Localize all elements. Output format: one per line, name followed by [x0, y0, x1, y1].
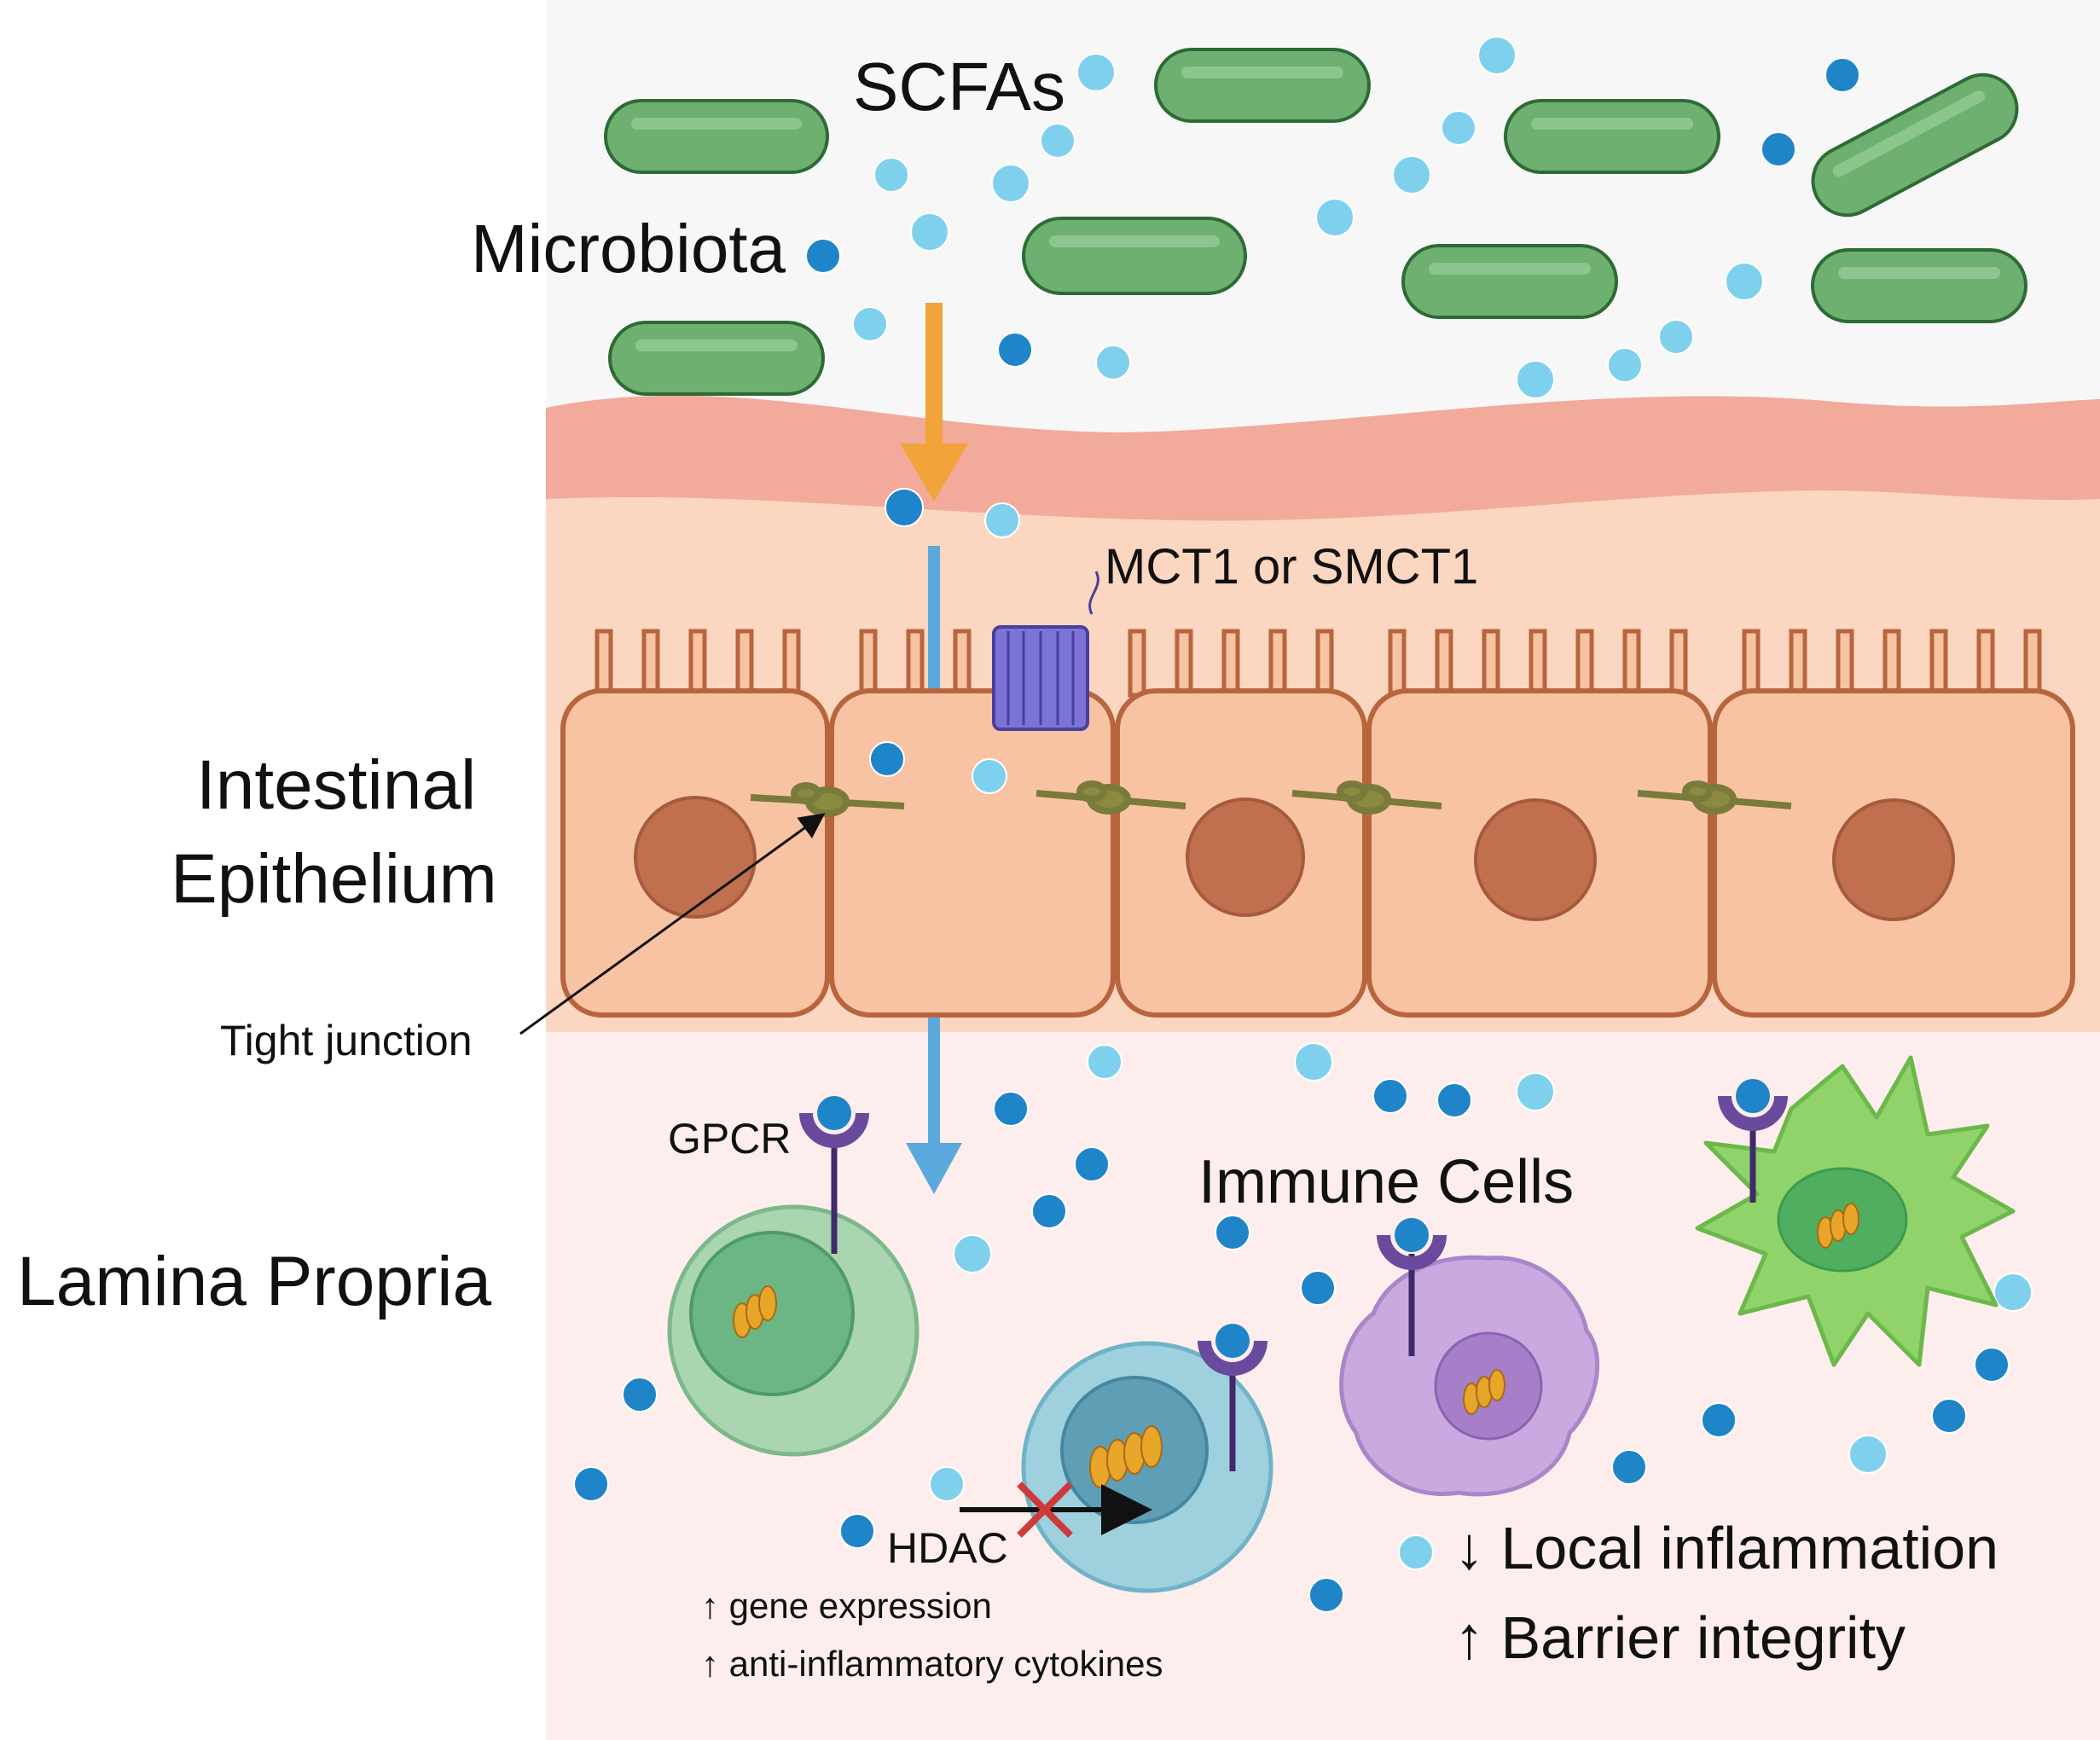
immune-cell-macrophage [1339, 1218, 1600, 1497]
microbiota-group [604, 48, 2027, 396]
scfa-molecules [573, 36, 2033, 1613]
gpcr-receptor-icon [1718, 1095, 1788, 1131]
immune-cell-dendritic [1695, 1055, 2016, 1367]
epithelium-label-line2: Epithelium [171, 840, 497, 918]
gpcr-receptor-icon [1377, 1234, 1447, 1270]
gpcr-label: GPCR [668, 1115, 792, 1163]
transporter-label: MCT1 or SMCT1 [1105, 539, 1479, 594]
epithelium-label-line1: Intestinal [196, 746, 477, 824]
microbiota-label: Microbiota [471, 211, 786, 287]
scfa-bound [817, 1096, 851, 1130]
gene-expression-label: ↑ gene expression [701, 1586, 992, 1626]
gpcr-receptor-icon [1198, 1340, 1268, 1376]
lamina-propria-label: Lamina Propria [17, 1243, 492, 1320]
bacterium [1811, 248, 2027, 323]
membrane-transporter-icon [992, 571, 1099, 731]
lumen-flow-arrow [900, 303, 968, 502]
chromatin-icon [733, 1285, 777, 1338]
gpcr-receptor-icon [799, 1112, 869, 1148]
scfa-bound [1736, 1079, 1770, 1113]
bacterium [1504, 99, 1720, 174]
chromatin-icon [1463, 1369, 1505, 1415]
local-inflammation-label: ↓ Local inflammation [1454, 1515, 1999, 1581]
bacterium [608, 321, 825, 396]
tight-junction-pointer [519, 813, 826, 1035]
tight-junction-label: Tight junction [220, 1017, 473, 1064]
bacterium [604, 99, 829, 174]
immune-cell-lymphocyte [667, 1096, 919, 1457]
scfa-bound [1215, 1324, 1250, 1358]
microvilli [595, 629, 2042, 698]
immune-cells-label: Immune Cells [1198, 1148, 1575, 1216]
bacterium [1154, 48, 1371, 123]
immune-cell-blue [1021, 1324, 1273, 1593]
scfas-label: SCFAs [853, 49, 1065, 125]
tight-junctions [750, 780, 1792, 817]
epithelial-cell [829, 688, 1116, 1018]
hdac-inhibition [960, 1482, 1152, 1538]
chromatin-icon [1089, 1425, 1163, 1488]
hdac-label: HDAC [887, 1524, 1008, 1572]
bacterium [1811, 72, 2019, 218]
bacterium [1401, 244, 1618, 319]
barrier-integrity-label: ↑ Barrier integrity [1454, 1604, 1906, 1671]
scfa-bound [1395, 1218, 1429, 1252]
bacterium [1022, 217, 1247, 295]
cytokines-label: ↑ anti-inflammatory cytokines [701, 1644, 1163, 1684]
chromatin-icon [1817, 1203, 1859, 1249]
